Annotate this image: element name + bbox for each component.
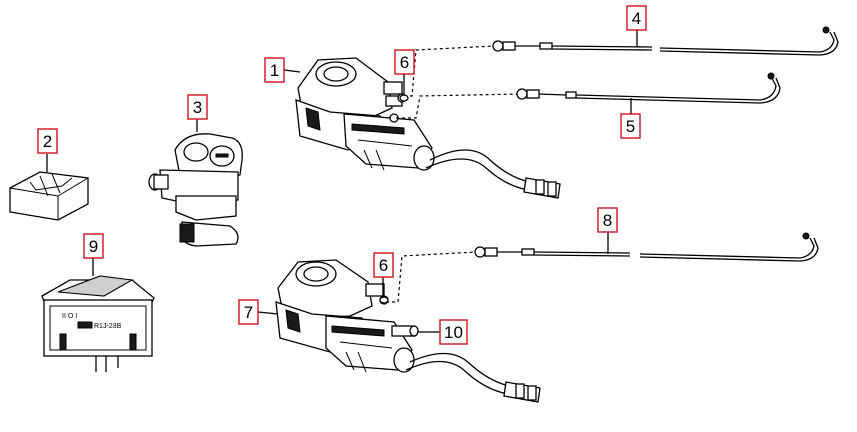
part-8-lower-assembly-cable [386, 232, 819, 303]
callout-8: 8 [597, 207, 618, 233]
part-5-lower-cable [396, 72, 781, 119]
callout-7: 7 [238, 299, 259, 325]
callout-1: 1 [264, 57, 285, 83]
switch-marking-label: R1J-23B [94, 323, 122, 330]
svg-text:7: 7 [244, 303, 253, 322]
callout-4: 4 [626, 5, 647, 31]
callout-3: 3 [187, 94, 208, 120]
part-3-key-switch [148, 118, 243, 247]
part-6-washer-upper [399, 74, 409, 102]
part-6-washer-lower [379, 276, 389, 304]
callout-2: 2 [37, 128, 58, 154]
svg-text:1: 1 [270, 61, 279, 80]
svg-text:6: 6 [400, 53, 409, 72]
svg-text:6: 6 [379, 256, 388, 275]
svg-text:8: 8 [603, 211, 612, 230]
callout-6-upper: 6 [394, 49, 415, 75]
svg-text:2: 2 [43, 132, 52, 151]
part-9-rocker-switch: II O I R1J-23B [41, 258, 155, 372]
svg-text:9: 9 [89, 237, 98, 256]
svg-text:4: 4 [632, 9, 641, 28]
callout-10: 10 [439, 319, 468, 345]
svg-text:10: 10 [444, 323, 463, 342]
svg-text:3: 3 [193, 98, 202, 117]
part-1-upper-actuator [283, 57, 561, 199]
part-2-connector-block [9, 154, 89, 221]
part-4-upper-cable [404, 26, 839, 97]
svg-text:5: 5 [626, 117, 635, 136]
callout-6-lower: 6 [373, 252, 394, 278]
callout-9: 9 [83, 233, 104, 259]
callout-5: 5 [620, 113, 641, 139]
svg-text:II O I: II O I [62, 313, 77, 320]
part-7-lower-actuator [257, 259, 541, 403]
